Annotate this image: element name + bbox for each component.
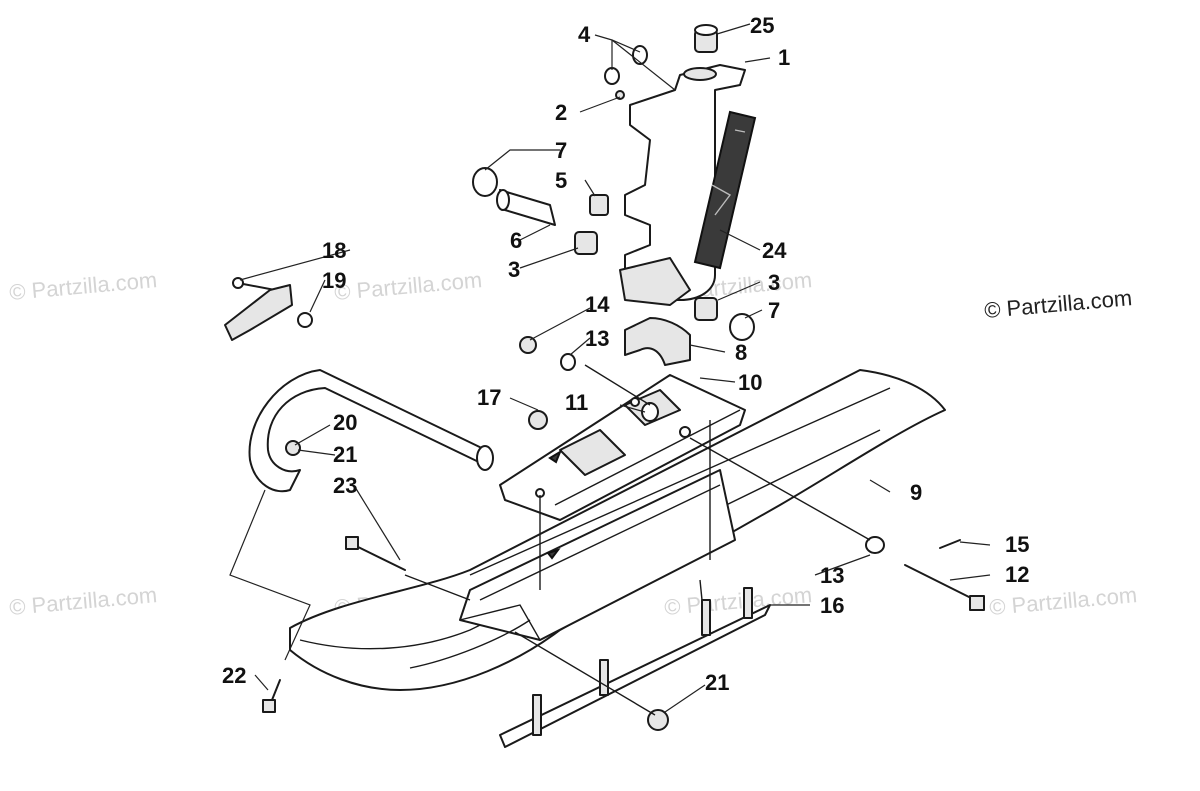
watermark: © Partzilla.com [8,582,158,620]
callout-12: 12 [1005,562,1029,587]
callout-24: 24 [762,238,787,263]
callout-22: 22 [222,663,246,688]
callout-1: 1 [778,45,790,70]
callout-9: 9 [910,480,922,505]
watermark: © Partzilla.com [988,582,1138,620]
callout-13b: 13 [820,563,844,588]
ski-loop-part [248,369,494,493]
callout-13a: 13 [585,326,609,351]
callout-5: 5 [555,168,567,193]
leader-lines [229,23,991,716]
callout-3b: 3 [768,270,780,295]
watermark: © Partzilla.com [333,267,483,305]
watermark: © Partzilla.com [8,267,158,305]
callout-14: 14 [585,292,610,317]
callout-10: 10 [738,370,762,395]
callout-16: 16 [820,593,844,618]
decal-part [693,110,757,270]
callout-8: 8 [735,340,747,365]
callout-11: 11 [565,390,588,415]
ski-part [289,369,946,691]
callout-25: 25 [750,13,774,38]
callout-7b: 7 [768,298,780,323]
callout-19: 19 [322,268,346,293]
callout-7a: 7 [555,138,567,163]
callout-6: 6 [510,228,522,253]
callout-15: 15 [1005,532,1029,557]
watermark: © Partzilla.com [663,582,813,620]
cap-part [694,24,718,53]
callout-3a: 3 [508,257,520,282]
callout-23: 23 [333,473,357,498]
callout-4: 4 [578,22,591,47]
callout-labels: 25 1 4 2 7 5 6 3 24 3 7 8 18 19 14 13 10… [222,13,1029,695]
callout-17: 17 [477,385,501,410]
callout-20: 20 [333,410,357,435]
callout-21b: 21 [705,670,729,695]
callout-18: 18 [322,238,346,263]
callout-2: 2 [555,100,567,125]
spindle-block-part [624,317,691,366]
copyright-text: © Partzilla.com [983,285,1133,323]
wear-rod-part [499,579,771,748]
callout-21a: 21 [333,442,357,467]
